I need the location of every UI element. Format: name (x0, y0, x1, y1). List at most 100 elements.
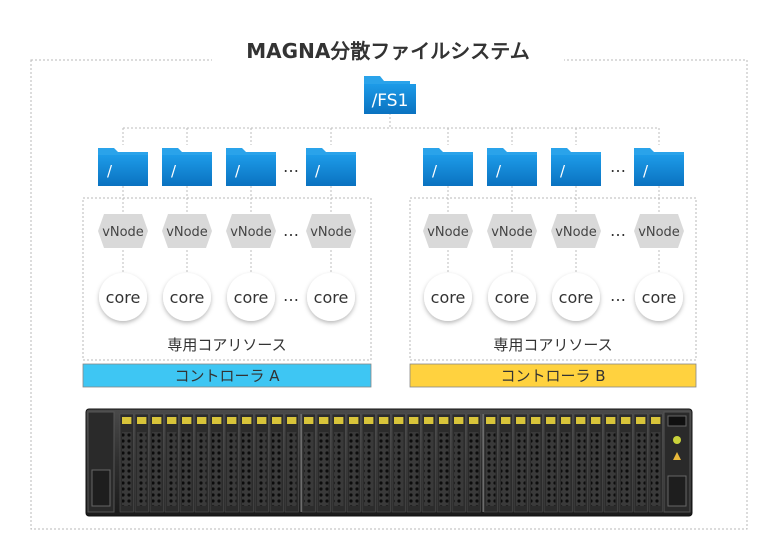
drive-bay (134, 413, 149, 513)
ellipsis: … (283, 286, 299, 305)
core-b1[interactable]: core (424, 273, 472, 321)
vnode-a1[interactable]: vNode (98, 214, 148, 248)
drive-bay (451, 413, 466, 513)
svg-text:core: core (431, 288, 466, 307)
core-a4[interactable]: core (307, 273, 355, 321)
core-circle-icon (552, 273, 600, 321)
core-b4[interactable]: core (635, 273, 683, 321)
drive-bay (588, 413, 603, 513)
controller-a-cores: core core core … core (99, 273, 355, 321)
folder-b3[interactable]: / (551, 148, 601, 186)
vnode-b3[interactable]: vNode (551, 214, 601, 248)
core-b3[interactable]: core (552, 273, 600, 321)
svg-text:/: / (432, 162, 438, 180)
svg-text:/: / (496, 162, 502, 180)
vnode-b2[interactable]: vNode (487, 214, 537, 248)
svg-text:vNode: vNode (102, 225, 144, 240)
ellipsis: … (610, 157, 626, 176)
vnode-hexagon-icon (162, 214, 212, 248)
drive-bay (316, 413, 331, 513)
core-circle-icon (163, 273, 211, 321)
drive-bay (483, 413, 498, 513)
svg-text:/: / (315, 162, 321, 180)
drive-bay (164, 413, 179, 513)
svg-text:vNode: vNode (491, 225, 533, 240)
svg-text:vNode: vNode (638, 225, 680, 240)
folder-icon (423, 155, 473, 186)
folder-b2[interactable]: / (487, 148, 537, 186)
core-circle-icon (424, 273, 472, 321)
svg-text:vNode: vNode (427, 225, 469, 240)
folder-icon (364, 76, 410, 85)
controller-b-cores: core core core … core (424, 273, 683, 321)
folder-b1[interactable]: / (423, 148, 473, 186)
controller-b-vnodes: vNode vNode vNode … vNode (423, 214, 684, 248)
vnode-a3[interactable]: vNode (226, 214, 276, 248)
drive-bay (618, 413, 633, 513)
core-a3[interactable]: core (227, 273, 275, 321)
drive-bay (346, 413, 361, 513)
controller-b-bar: コントローラ B (409, 363, 697, 388)
drive-bay (466, 413, 481, 513)
core-a1[interactable]: core (99, 273, 147, 321)
vnode-hexagon-icon (551, 214, 601, 248)
svg-text:/: / (235, 162, 241, 180)
title-background (212, 36, 564, 70)
drive-bay (269, 413, 284, 513)
svg-text:/: / (643, 162, 649, 180)
drive-bay (361, 413, 376, 513)
vnode-a4[interactable]: vNode (306, 214, 356, 248)
power-icon (673, 436, 681, 444)
drive-bay (573, 413, 588, 513)
controller-a-resource-box (82, 197, 372, 361)
drive-bay (119, 413, 134, 513)
warning-icon (673, 452, 681, 460)
svg-text:core: core (234, 288, 269, 307)
bay-separator (300, 414, 303, 512)
controller-b-resource-label: 専用コアリソース (493, 336, 612, 354)
vnode-b4[interactable]: vNode (634, 214, 684, 248)
ellipsis: … (283, 221, 299, 240)
core-a2[interactable]: core (163, 273, 211, 321)
drive-bay (543, 413, 558, 513)
svg-text:core: core (170, 288, 205, 307)
root-folder[interactable]: /FS1 (364, 76, 416, 114)
svg-text:core: core (559, 288, 594, 307)
drive-bay (603, 413, 618, 513)
drive-bay (436, 413, 451, 513)
drive-bay (648, 413, 663, 513)
folder-a4[interactable]: / (306, 148, 356, 186)
drive-bay (421, 413, 436, 513)
folder-a2[interactable]: / (162, 148, 212, 186)
controller-a-name: コントローラ A (174, 367, 280, 385)
core-circle-icon (635, 273, 683, 321)
svg-text:vNode: vNode (166, 225, 208, 240)
drive-bay (633, 413, 648, 513)
svg-text:vNode: vNode (555, 225, 597, 240)
drive-bay (301, 413, 316, 513)
core-circle-icon (227, 273, 275, 321)
folder-a1[interactable]: / (98, 148, 148, 186)
drive-bay (376, 413, 391, 513)
drive-bay (239, 413, 254, 513)
svg-text:core: core (106, 288, 141, 307)
controller-b-folders: / / / … / (423, 148, 684, 186)
drive-bay (224, 413, 239, 513)
vnode-a2[interactable]: vNode (162, 214, 212, 248)
vnode-b1[interactable]: vNode (423, 214, 473, 248)
folder-icon (306, 155, 356, 186)
svg-text:/: / (107, 162, 113, 180)
status-display (667, 415, 687, 427)
ellipsis: … (610, 221, 626, 240)
folder-b4[interactable]: / (634, 148, 684, 186)
folder-a3[interactable]: / (226, 148, 276, 186)
folder-icon (487, 155, 537, 186)
svg-text:core: core (495, 288, 530, 307)
core-b2[interactable]: core (488, 273, 536, 321)
vnode-hexagon-icon (226, 214, 276, 248)
folder-icon (98, 155, 148, 186)
svg-text:core: core (642, 288, 677, 307)
vnode-hexagon-icon (98, 214, 148, 248)
core-circle-icon (99, 273, 147, 321)
